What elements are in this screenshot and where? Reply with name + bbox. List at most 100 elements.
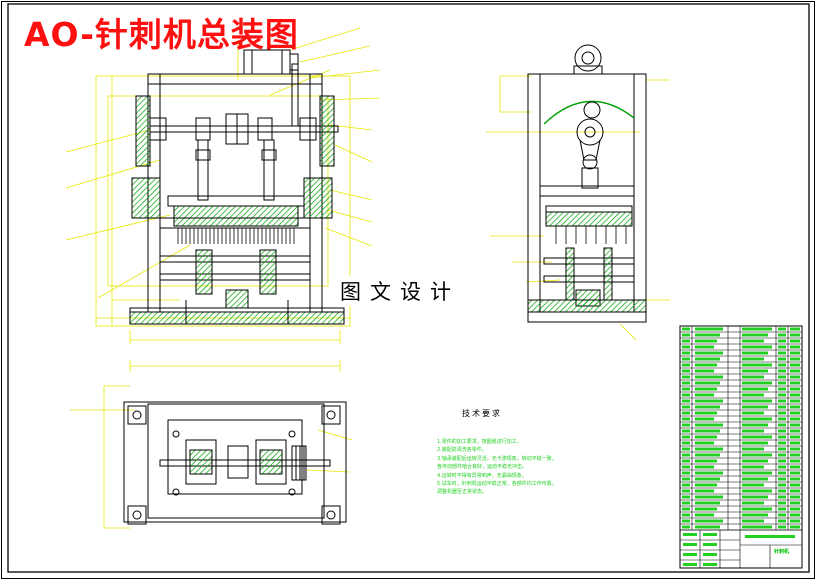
bom-cell-text [682,399,690,403]
title-block [679,325,803,569]
title-block-cell-text [683,533,697,536]
bom-cell-text [695,435,717,439]
tech-requirements-notes: 1.零件的加工要求，按图纸进行加工。 2.装配前清洗各零件。 3.轴承装配后运转… [437,438,587,497]
bom-cell-text [682,333,690,337]
title-block-cell-text [683,543,697,546]
bom-cell-text [778,441,786,445]
bom-cell-text [790,345,800,349]
bom-cell-text [682,411,690,415]
bom-cell-text [742,435,772,439]
bom-cell-text [778,369,786,373]
tech-note: 3.轴承装配后运转灵活，无卡滞现象，转动平稳一致。 [437,455,557,462]
bom-cell-text [742,495,768,499]
title-block-cell-text [703,563,717,566]
bom-cell-text [790,429,800,433]
bom-cell-text [778,471,786,475]
bom-cell-text [790,333,800,337]
title-block-cell-text [683,563,697,566]
bom-cell-text [682,519,690,523]
bom-cell-text [778,465,786,469]
bom-cell-text [778,363,786,367]
bom-cell-text [778,357,786,361]
bom-cell-text [790,327,800,331]
bom-cell-text [742,327,772,331]
bom-cell-text [790,381,800,385]
bom-cell-text [778,333,786,337]
bom-cell-text [695,351,723,355]
bom-cell-text [778,339,786,343]
tech-note: 2.装配前清洗各零件。 [437,447,487,454]
bom-cell-text [695,483,717,487]
front-view [65,27,381,344]
bom-cell-text [790,453,800,457]
bom-cell-text [682,327,690,331]
bom-cell-text [790,423,800,427]
bom-cell-text [778,525,786,529]
bom-cell-text [742,471,772,475]
bom-cell-text [778,459,786,463]
bom-cell-text [695,507,717,511]
bom-cell-text [695,525,720,529]
bom-cell-text [790,507,800,511]
bom-cell-text [695,513,714,517]
bom-cell-text [742,423,768,427]
bom-cell-text [682,369,690,373]
bom-cell-text [742,387,768,391]
bom-cell-text [778,393,786,397]
bom-cell-text [778,429,786,433]
bom-cell-text [742,429,764,433]
bom-cell-text [695,411,717,415]
bom-cell-text [742,369,768,373]
bom-cell-text [742,363,772,367]
bom-cell-text [790,447,800,451]
bom-cell-text [695,393,714,397]
bom-cell-text [682,489,690,493]
bom-cell-text [682,393,690,397]
bom-cell-text [742,501,764,505]
bom-cell-text [778,507,786,511]
bom-cell-text [778,423,786,427]
title-block-drawing-name: 针刺机 [774,549,790,555]
bom-cell-text [790,525,800,529]
bom-cell-text [742,375,764,379]
bom-cell-text [682,351,690,355]
bom-cell-text [695,477,720,481]
bom-cell-text [682,339,690,343]
bom-cell-text [682,423,690,427]
bom-cell-text [682,459,690,463]
bom-cell-text [695,501,720,505]
bom-cell-text [695,489,714,493]
drawing-title: AO-针刺机总装图 [24,15,299,54]
bom-cell-text [742,453,772,457]
bom-cell-text [742,351,768,355]
bom-cell-text [790,339,800,343]
tech-note: 1.零件的加工要求，按图纸进行加工。 [437,439,522,445]
bom-cell-text [682,435,690,439]
bom-cell-text [742,393,764,397]
bom-cell-text [790,387,800,391]
bom-cell-text [682,441,690,445]
bom-cell-text [695,399,723,403]
bom-cell-text [778,435,786,439]
bom-cell-text [682,381,690,385]
bom-cell-text [790,501,800,505]
bom-cell-text [682,471,690,475]
bom-cell-text [742,399,772,403]
bom-cell-text [742,417,772,421]
bom-cell-text [742,525,772,529]
bom-cell-text [695,387,717,391]
bom-cell-text [682,345,690,349]
bom-cell-text [742,333,768,337]
tech-requirements-heading: 技术要求 [462,409,502,418]
bom-cell-text [682,405,690,409]
bom-cell-text [742,447,764,451]
bom-cell-text [695,417,714,421]
bom-cell-text [695,375,723,379]
top-view [70,360,353,529]
bom-cell-text [790,489,800,493]
bom-cell-text [682,375,690,379]
bom-cell-text [682,525,690,529]
